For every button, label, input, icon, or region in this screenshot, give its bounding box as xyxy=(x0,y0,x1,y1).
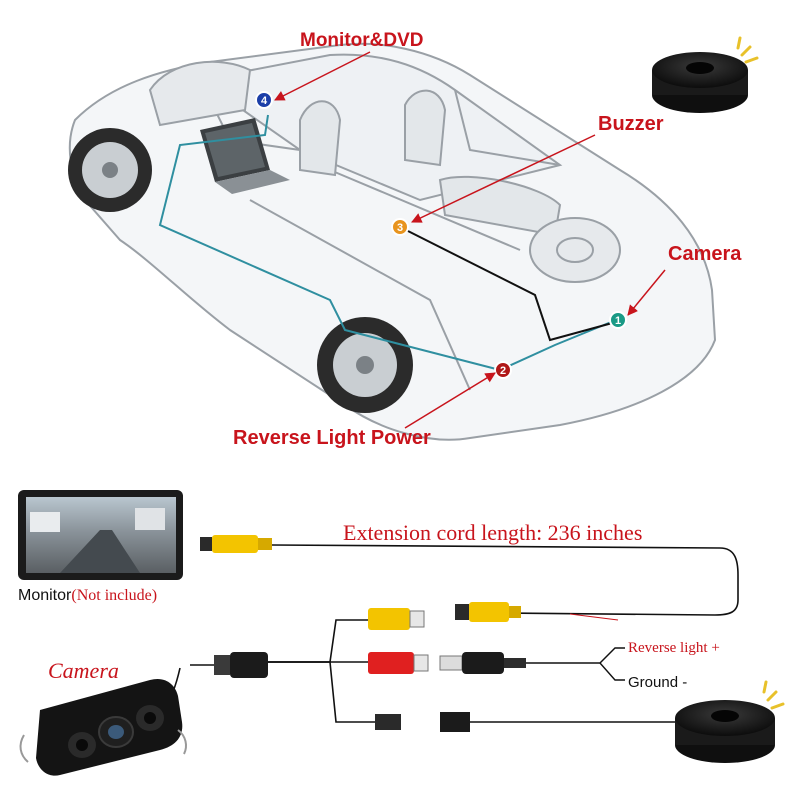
monitor-caption: Monitor(Not include) xyxy=(18,587,157,604)
svg-text:1: 1 xyxy=(615,315,621,327)
svg-text:2: 2 xyxy=(500,365,506,377)
label-reverse-light-power: Reverse Light Power xyxy=(233,427,431,449)
label-reverse-light-plus: Reverse light + xyxy=(628,640,720,656)
camera-icon xyxy=(19,678,187,776)
label-camera-handwritten: Camera xyxy=(48,658,119,683)
rear-wheel xyxy=(317,317,413,413)
laptop-icon xyxy=(200,118,290,194)
buzzer-icon xyxy=(652,36,759,113)
camera-cable-connector xyxy=(214,652,268,678)
marker-4: 4 xyxy=(255,91,273,109)
rca-plug-icon xyxy=(455,602,521,622)
label-camera: Camera xyxy=(668,243,742,265)
marker-1: 1 xyxy=(609,311,627,329)
buzzer-connector xyxy=(375,712,470,732)
wire-black xyxy=(399,226,617,342)
label-monitor-dvd: Monitor&DVD xyxy=(300,30,423,51)
rca-plug-icon xyxy=(200,535,272,553)
camera-harness xyxy=(164,619,375,723)
power-wires xyxy=(526,647,625,681)
buzzer-icon xyxy=(675,680,785,763)
monitor-icon xyxy=(18,490,183,580)
dc-plug-icon xyxy=(439,652,526,674)
svg-text:3: 3 xyxy=(397,222,403,234)
extension-end-mark xyxy=(569,613,619,621)
extension-cord xyxy=(271,544,739,616)
callout-arrows xyxy=(274,51,666,429)
label-extension-cord: Extension cord length: 236 inches xyxy=(343,520,642,545)
label-buzzer: Buzzer xyxy=(598,113,664,135)
front-wheel xyxy=(68,128,152,212)
spare-wheel xyxy=(529,217,621,283)
marker-3: 3 xyxy=(391,218,409,236)
svg-text:4: 4 xyxy=(261,95,268,107)
marker-2: 2 xyxy=(494,361,512,379)
dc-socket-icon xyxy=(368,652,429,674)
rca-socket-icon xyxy=(368,608,425,630)
label-ground: Ground - xyxy=(628,674,687,691)
